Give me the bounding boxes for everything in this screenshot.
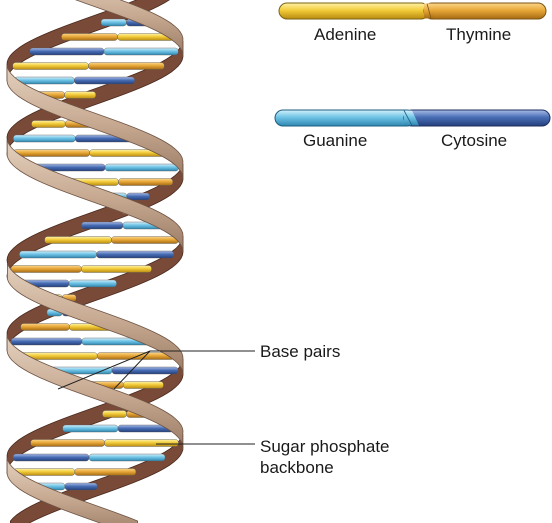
- legend-thymine-label: Thymine: [446, 25, 512, 44]
- base-pair-left-half: [12, 453, 90, 462]
- base-pair-right-half: [103, 47, 179, 56]
- base-pair-right-half: [96, 352, 175, 360]
- base-pair-left-half: [19, 250, 97, 259]
- legend-cytosine-label: Cytosine: [441, 131, 508, 150]
- legend-adenine-thymine-bar: [278, 2, 547, 20]
- backbone-strand-a-front-segment: [75, 0, 184, 57]
- base-pair-right-half: [64, 482, 98, 491]
- base-pair-left-half: [10, 337, 83, 346]
- backbone-strand-b-front-segment: [6, 457, 138, 523]
- base-pair-right-half: [68, 279, 117, 288]
- base-pair-right-half: [111, 366, 179, 375]
- legend-cytosine-segment: [403, 109, 551, 127]
- base-pair-left-half: [10, 265, 82, 273]
- base-pair-left-half: [44, 236, 112, 244]
- base-pair-left-half: [102, 410, 127, 418]
- base-pair-right-half: [64, 91, 96, 99]
- base-pair-right-half: [104, 439, 179, 447]
- base-pair-left-half: [12, 62, 89, 70]
- backbone-strand-b-front-segment: [7, 262, 184, 376]
- base-pair-right-half: [74, 468, 137, 476]
- base-pair-right-half: [88, 62, 165, 70]
- base-pair-left-half: [100, 18, 127, 27]
- base-pair-right-half: [88, 453, 166, 462]
- base-pairs-callout: [57, 350, 255, 390]
- base-pair-right-half: [74, 76, 135, 85]
- base-pair-right-half: [118, 178, 173, 186]
- base-pair-right-half: [104, 163, 179, 172]
- base-pair-right-half: [122, 381, 164, 389]
- legend-thymine-segment: [423, 2, 547, 20]
- base-pair-left-half: [13, 468, 75, 476]
- legend-guanine-label: Guanine: [303, 131, 368, 150]
- base-pair-left-half: [20, 323, 70, 331]
- base-pair-left-half: [81, 221, 124, 230]
- legend-adenine-segment: [278, 2, 430, 20]
- base-pair-right-half: [96, 250, 174, 259]
- base-pair-left-half: [13, 149, 90, 157]
- base-pair-left-half: [13, 134, 76, 143]
- backbone-label-line2: backbone: [260, 458, 334, 477]
- base-pair-right-half: [111, 236, 179, 244]
- base-pair-right-half: [81, 265, 152, 273]
- base-pair-left-half: [29, 47, 105, 56]
- base-pair-left-half: [30, 439, 105, 447]
- base-pair-right-half: [126, 192, 150, 201]
- backbone-strand-a-front-segment: [6, 139, 184, 253]
- backbone-strand-a-front-segment: [6, 334, 184, 451]
- backbone-label-line1: Sugar phosphate: [260, 437, 390, 456]
- backbone-strand-b-front-segment: [6, 64, 184, 180]
- base-pair-left-half: [62, 424, 119, 433]
- legend-guanine-segment: [274, 109, 416, 127]
- base-pair-left-half: [31, 120, 66, 128]
- legend-adenine-label: Adenine: [314, 25, 377, 44]
- base-pairs-label: Base pairs: [260, 342, 341, 361]
- base-pair-left-half: [61, 33, 118, 41]
- legend-guanine-cytosine-bar: [274, 109, 551, 127]
